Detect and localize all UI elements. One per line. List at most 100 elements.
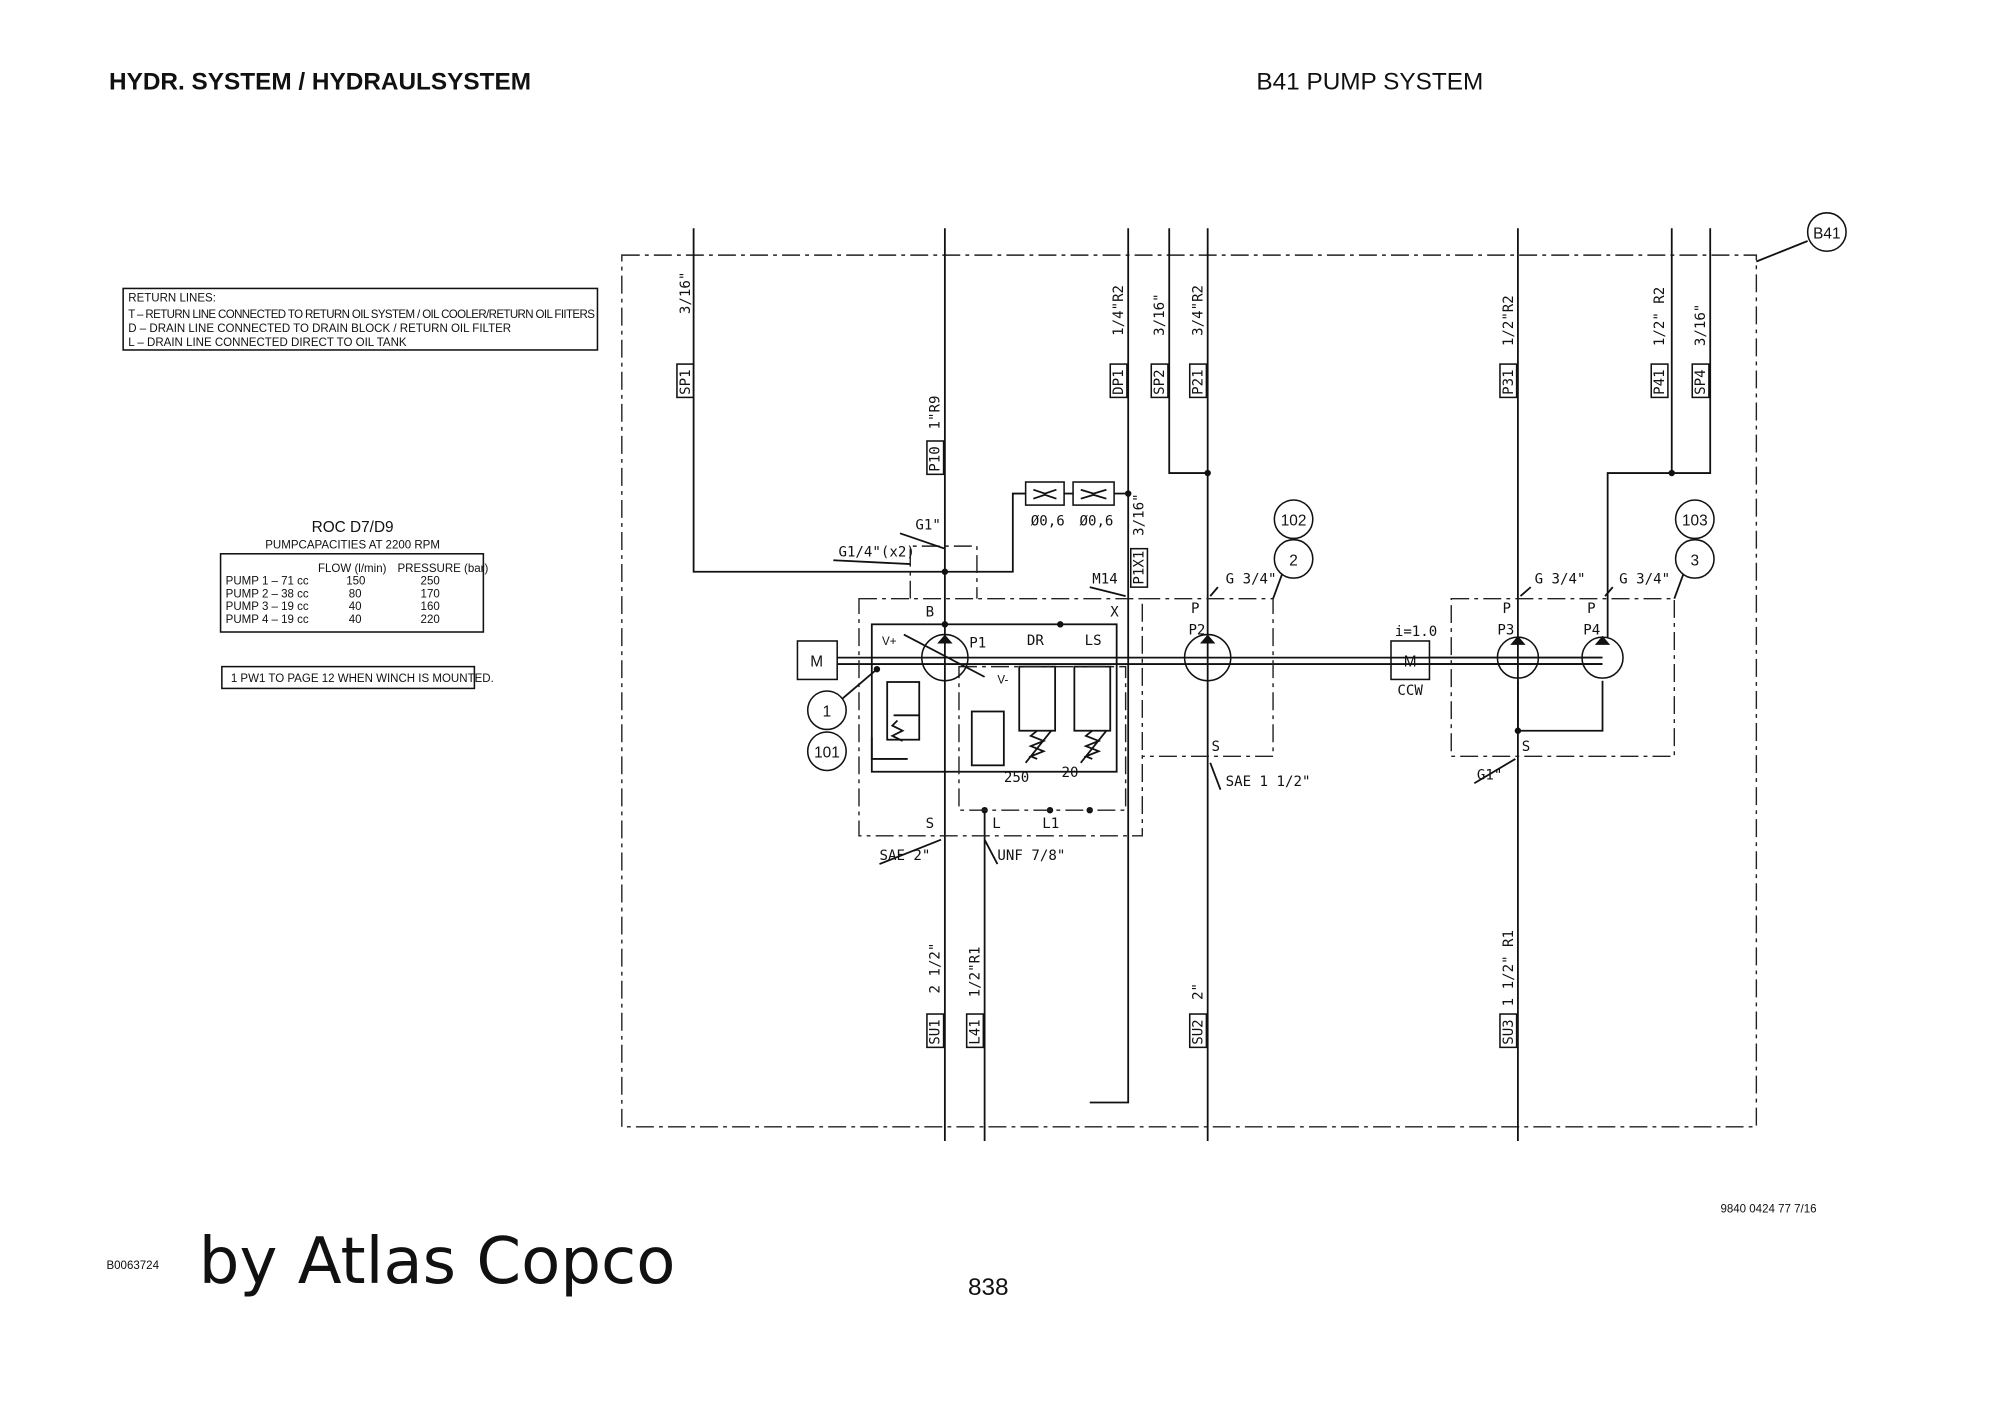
svg-text:20: 20 [1062, 765, 1079, 781]
pump-name: PUMP 4 – 19 cc [226, 614, 309, 626]
svg-text:G1": G1" [915, 517, 940, 533]
cylinder-spring [890, 714, 920, 742]
orifice-1 [1024, 481, 1065, 506]
table-title: ROC D7/D9 [312, 519, 394, 536]
motor-2 [1390, 640, 1431, 681]
pump-p2 [1183, 633, 1232, 682]
winch-note: 1 PW1 TO PAGE 12 WHEN WINCH IS MOUNTED. [231, 673, 494, 685]
svg-text:L: L [992, 816, 1001, 832]
svg-text:P: P [1191, 601, 1200, 617]
document-number: 9840 0424 77 7/16 [1720, 1204, 1816, 1216]
svg-text:LS: LS [1085, 633, 1102, 649]
fitting-labels: G1" G1/4"(x2) M14 G 3/4" G 3/4" G 3/4" S… [833, 517, 1670, 865]
legend-line: D – DRAIN LINE CONNECTED TO DRAIN BLOCK … [128, 323, 511, 335]
flow: 40 [349, 614, 362, 626]
motor-1 [796, 640, 838, 681]
pump-p3 [1496, 635, 1540, 679]
pressure: 220 [421, 614, 440, 626]
svg-text:3/4"R2: 3/4"R2 [1191, 285, 1207, 336]
table-subtitle: PUMPCAPACITIES AT 2200 RPM [265, 540, 440, 552]
svg-text:P1X1: P1X1 [1132, 551, 1148, 585]
svg-text:X: X [1110, 605, 1119, 621]
spring-250 [1024, 730, 1052, 764]
svg-text:2 1/2": 2 1/2" [928, 943, 944, 994]
image-id: B0063724 [106, 1260, 159, 1272]
b41-tag: B41 [1813, 225, 1840, 242]
svg-text:101: 101 [814, 745, 840, 762]
legend-title: RETURN LINES: [128, 292, 216, 304]
svg-text:1/2"R1: 1/2"R1 [967, 946, 983, 997]
svg-text:G 3/4": G 3/4" [1535, 571, 1586, 587]
svg-text:2: 2 [1289, 552, 1298, 569]
svg-text:1/2" R2: 1/2" R2 [1652, 287, 1668, 346]
return-lines-legend: RETURN LINES: T – RETURN LINE CONNECTED … [122, 287, 599, 351]
table-row: PUMP 3 – 19 cc 40 160 [226, 601, 440, 613]
svg-text:P2: P2 [1188, 623, 1205, 639]
svg-text:UNF 7/8": UNF 7/8" [997, 848, 1065, 864]
svg-text:3/16": 3/16" [1693, 304, 1709, 346]
rotation-direction: CCW [1397, 683, 1423, 699]
svg-text:S: S [926, 816, 935, 832]
pressure: 250 [421, 576, 440, 588]
pump-p1 [903, 633, 986, 682]
svg-text:SU3: SU3 [1501, 1019, 1517, 1044]
pump-capacities-table: ROC D7/D9 PUMPCAPACITIES AT 2200 RPM FLO… [219, 519, 489, 633]
motor-label: M [810, 654, 823, 671]
svg-text:2": 2" [1191, 983, 1207, 1000]
item-balloons: 1 101 102 2 103 3 [806, 499, 1715, 772]
pump-name: PUMP 2 – 38 cc [226, 588, 309, 600]
svg-text:SP1: SP1 [678, 369, 694, 394]
spring-20 [1080, 730, 1108, 764]
section-title: HYDR. SYSTEM / HYDRAULSYSTEM [109, 69, 531, 96]
svg-text:SP2: SP2 [1152, 369, 1168, 394]
svg-text:P10: P10 [928, 446, 944, 471]
svg-text:1 1/2" R1: 1 1/2" R1 [1501, 930, 1517, 1006]
svg-text:1/4"R2: 1/4"R2 [1111, 285, 1127, 336]
svg-text:G 3/4": G 3/4" [1619, 571, 1670, 587]
svg-text:1: 1 [823, 704, 832, 721]
svg-text:DP1: DP1 [1111, 369, 1127, 394]
col-flow: FLOW (l/min) [318, 563, 387, 575]
orifice-label: Ø0,6 [1031, 514, 1065, 530]
svg-text:3: 3 [1691, 552, 1700, 569]
pressure: 160 [421, 601, 440, 613]
svg-text:G 3/4": G 3/4" [1226, 571, 1277, 587]
svg-text:SAE 2": SAE 2" [879, 848, 930, 864]
svg-text:P3: P3 [1497, 623, 1514, 639]
svg-text:SP4: SP4 [1693, 369, 1709, 394]
svg-text:P21: P21 [1191, 369, 1207, 394]
b41-frame-boundary [621, 254, 1758, 1128]
svg-text:3/16": 3/16" [678, 272, 694, 314]
svg-text:V+: V+ [882, 636, 897, 648]
svg-text:V-: V- [997, 674, 1008, 686]
svg-text:P4: P4 [1583, 623, 1600, 639]
brand-watermark: by Atlas Copco [199, 1225, 676, 1299]
svg-text:M14: M14 [1092, 571, 1117, 587]
svg-text:SAE 1 1/2": SAE 1 1/2" [1226, 774, 1311, 790]
svg-text:1/2"R2: 1/2"R2 [1501, 295, 1517, 346]
orifice-label: Ø0,6 [1079, 514, 1113, 530]
col-pressure: PRESSURE (bar) [397, 563, 488, 575]
pump-name: PUMP 1 – 71 cc [226, 576, 309, 588]
component-labels: B X S L L1 P1 P2 P P3 P4 P P S S DR LS V… [882, 601, 1600, 832]
svg-text:B: B [926, 605, 935, 621]
svg-text:S: S [1212, 739, 1221, 755]
svg-text:DR: DR [1027, 633, 1044, 649]
svg-text:102: 102 [1281, 513, 1307, 530]
page-title: B41 PUMP SYSTEM [1256, 69, 1483, 96]
flow: 80 [349, 588, 362, 600]
pressure: 170 [421, 588, 440, 600]
svg-text:SU2: SU2 [1191, 1019, 1207, 1044]
b41-tag-balloon [1806, 212, 1847, 253]
hydraulic-lines [692, 228, 1712, 1141]
page-number: 838 [968, 1274, 1009, 1301]
flow: 40 [349, 601, 362, 613]
pump-name: PUMP 3 – 19 cc [226, 601, 309, 613]
svg-text:L1: L1 [1042, 816, 1059, 832]
legend-line: L – DRAIN LINE CONNECTED DIRECT TO OIL T… [128, 337, 407, 349]
orifice-2 [1072, 481, 1115, 506]
svg-text:G1/4"(x2): G1/4"(x2) [838, 544, 914, 560]
svg-text:P31: P31 [1501, 369, 1517, 394]
port-labels-bottom: 2 1/2" SU1 1/2"R1 L41 2" SU2 1 1/2" R1 S… [926, 930, 1518, 1049]
